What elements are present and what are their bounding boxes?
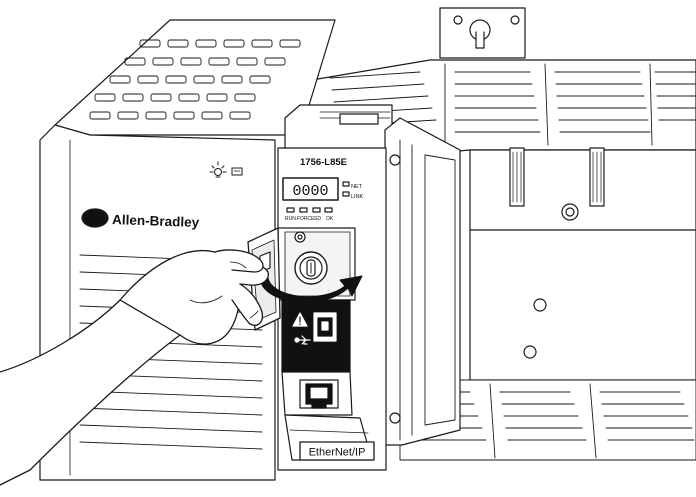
network-label: EtherNet/IP [309, 447, 366, 459]
light-icon [209, 161, 243, 178]
net-link-indicators: NET LINK [342, 181, 364, 200]
screw [523, 345, 537, 359]
rotate-arrow-icon [259, 275, 363, 303]
controller-module: 1756-L85E 0000 NET LINK RUN FORCE SD OK [277, 104, 461, 471]
hand [0, 249, 269, 486]
indicator-sd: SD [314, 216, 321, 222]
usb-port[interactable] [313, 312, 337, 342]
module-top-vents [89, 39, 301, 120]
screw [533, 298, 547, 312]
ethernet-ip-badge: EtherNet/IP [299, 441, 375, 461]
warning-icon [292, 312, 308, 327]
indicator-link: LINK [351, 194, 364, 200]
backplane-connectors [509, 147, 605, 207]
model-label: 1756-L85E [300, 157, 347, 168]
brand-label: Allen-Bradley [112, 212, 200, 230]
indicator-ok: OK [326, 216, 334, 222]
status-display: 0000 [282, 177, 339, 201]
keyswitch-icon[interactable] [294, 251, 328, 285]
status-indicators: RUN FORCE SD OK [285, 207, 334, 222]
indicator-net: NET [351, 184, 363, 190]
indicator-force: FORCE [297, 216, 315, 222]
chassis-top-vents [329, 63, 696, 146]
ab-logo-text: AB [89, 214, 102, 224]
usb-icon [294, 335, 311, 345]
indicator-run: RUN [285, 216, 296, 222]
status-display-text: 0000 [292, 183, 328, 200]
allen-bradley-logo: AB Allen-Bradley [81, 208, 200, 230]
